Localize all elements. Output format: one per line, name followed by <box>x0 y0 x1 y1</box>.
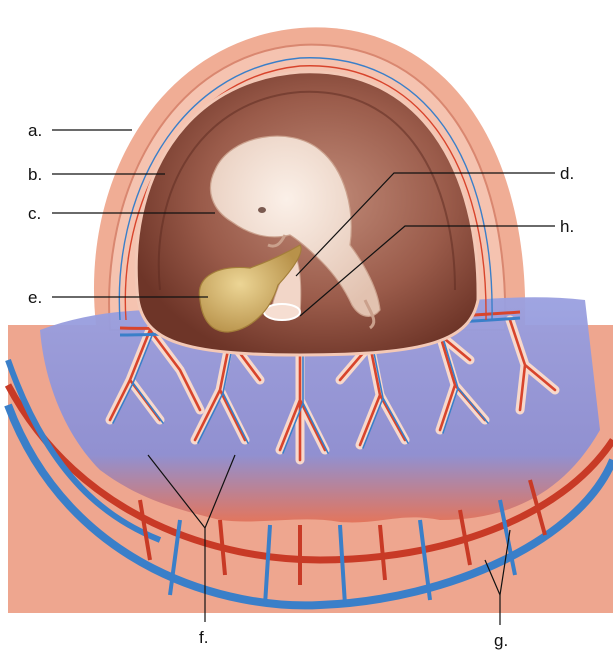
label-e: e. <box>28 288 42 307</box>
connecting-stalk <box>264 304 300 320</box>
label-g: g. <box>494 631 508 650</box>
label-d: d. <box>560 164 574 183</box>
label-b: b. <box>28 165 42 184</box>
label-h: h. <box>560 217 574 236</box>
label-f: f. <box>199 628 208 647</box>
embryo-eye <box>258 207 266 213</box>
label-a: a. <box>28 121 42 140</box>
label-c: c. <box>28 204 41 223</box>
